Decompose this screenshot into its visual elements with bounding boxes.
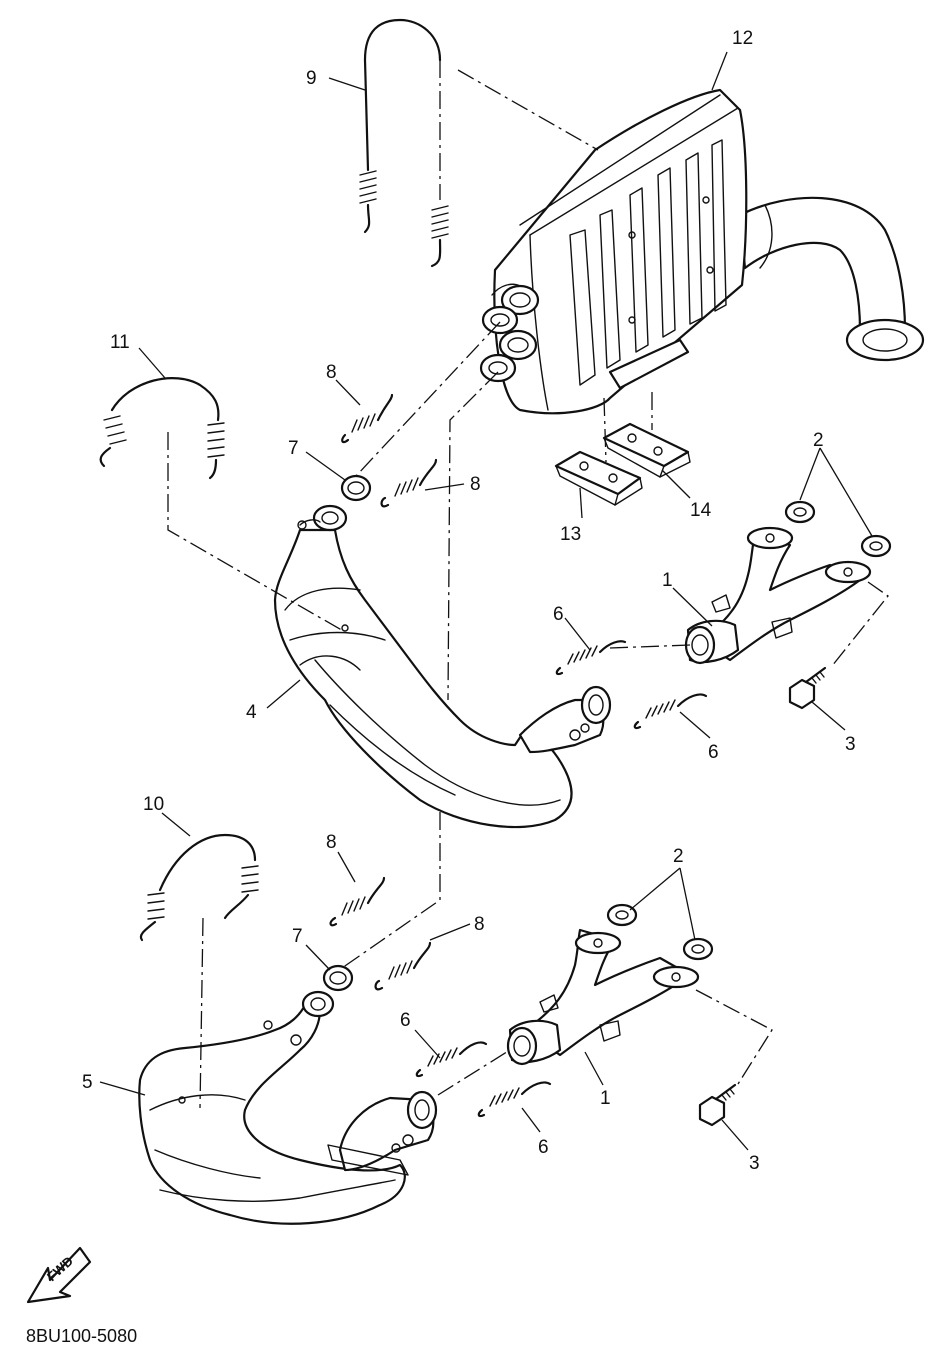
- callout-1a: 1: [662, 570, 673, 591]
- callout-4: 4: [246, 702, 257, 723]
- part-1-header-pipe-upper: [684, 526, 872, 665]
- callout-8d: 8: [474, 914, 485, 935]
- callout-6a: 6: [553, 604, 564, 625]
- part-13-bracket: [554, 450, 643, 506]
- part-6-springs: [415, 640, 708, 1118]
- callout-13: 13: [560, 524, 581, 545]
- part-3-bolts: [698, 666, 827, 1127]
- callout-5: 5: [82, 1072, 93, 1093]
- part-4-exhaust-chamber: [273, 504, 612, 829]
- assembly-lines: [167, 69, 889, 1109]
- callout-11: 11: [110, 332, 130, 353]
- part-5-exhaust-chamber: [138, 990, 438, 1225]
- callout-12: 12: [732, 28, 753, 49]
- callout-6b: 6: [708, 742, 719, 763]
- callout-10: 10: [143, 794, 164, 815]
- part-14-bracket: [602, 422, 691, 478]
- callout-8b: 8: [470, 474, 481, 495]
- diagram-code: 8BU100-5080: [26, 1326, 137, 1346]
- part-7-rings: [322, 474, 372, 992]
- leader-lines: [99, 51, 873, 1151]
- callout-2a: 2: [813, 430, 824, 451]
- callout-6d: 6: [538, 1137, 549, 1158]
- callout-8a: 8: [326, 362, 337, 383]
- callout-6c: 6: [400, 1010, 411, 1031]
- callout-3b: 3: [749, 1153, 760, 1174]
- part-1-header-pipe-lower: [506, 928, 700, 1066]
- callout-8c: 8: [326, 832, 337, 853]
- part-11-spring: [99, 377, 225, 480]
- callout-2b: 2: [673, 846, 684, 867]
- part-9-spring: [359, 18, 449, 268]
- callouts: 12 9 11 8 7 8 13 14 2 1 6 4 3 6 10 8 2 8…: [82, 28, 856, 1174]
- callout-7b: 7: [292, 926, 303, 947]
- callout-9: 9: [306, 68, 317, 89]
- callout-3a: 3: [845, 734, 856, 755]
- callout-7a: 7: [288, 438, 299, 459]
- part-2-gaskets: [606, 500, 892, 961]
- part-8-springs: [329, 393, 438, 991]
- callout-1b: 1: [600, 1088, 611, 1109]
- part-12-muffler: [479, 88, 925, 415]
- callout-14: 14: [690, 500, 712, 521]
- fwd-arrow: FWD: [26, 1246, 92, 1304]
- part-10-spring: [139, 833, 259, 942]
